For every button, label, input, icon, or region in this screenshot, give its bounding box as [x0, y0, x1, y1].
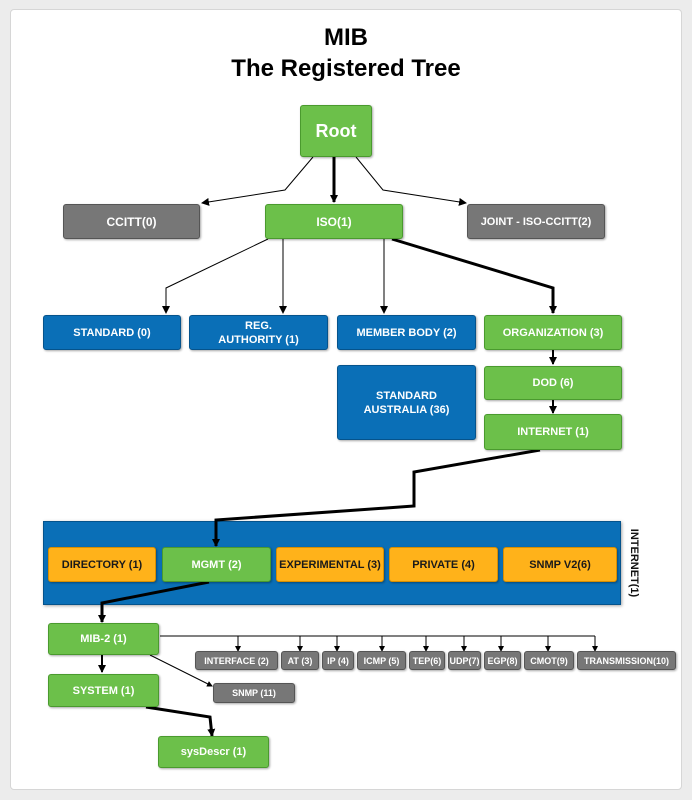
- edge-root-ccitt: [201, 156, 314, 206]
- node-root: Root: [300, 105, 372, 157]
- node-standard-australia: STANDARD AUSTRALIA (36): [337, 365, 476, 440]
- edge-system-sysdescr: [145, 705, 216, 737]
- edge-iso-standard: [162, 238, 269, 314]
- node-reg-authority: REG. AUTHORITY (1): [189, 315, 328, 350]
- node-standard: STANDARD (0): [43, 315, 181, 350]
- node-snmp: SNMP (11): [213, 683, 295, 703]
- edge-root-joint: [355, 156, 467, 206]
- node-mib2: MIB-2 (1): [48, 623, 159, 655]
- node-experimental: EXPERIMENTAL (3): [276, 547, 384, 582]
- node-interface: INTERFACE (2): [195, 651, 278, 670]
- edge-mgmt-mib2: [98, 580, 210, 623]
- node-internet: INTERNET (1): [484, 414, 622, 450]
- node-ccitt: CCITT(0): [63, 204, 200, 239]
- edge-internet-mgmt: [212, 448, 541, 547]
- node-organization: ORGANIZATION (3): [484, 315, 622, 350]
- edge-mib2-snmp: [149, 654, 213, 687]
- node-at: AT (3): [281, 651, 319, 670]
- node-icmp: ICMP (5): [357, 651, 406, 670]
- node-dod: DOD (6): [484, 366, 622, 400]
- diagram-title: MIB: [324, 24, 368, 51]
- node-cmot: CMOT(9): [524, 651, 574, 670]
- node-directory: DIRECTORY (1): [48, 547, 156, 582]
- node-snmpv2: SNMP V2(6): [503, 547, 617, 582]
- node-member-body: MEMBER BODY (2): [337, 315, 476, 350]
- diagram-subtitle: The Registered Tree: [231, 55, 461, 82]
- node-ip: IP (4): [322, 651, 354, 670]
- node-udp: UDP(7): [448, 651, 481, 670]
- node-transmission: TRANSMISSION(10): [577, 651, 676, 670]
- node-system: SYSTEM (1): [48, 674, 159, 707]
- node-joint: JOINT - ISO-CCITT(2): [467, 204, 605, 239]
- node-private: PRIVATE (4): [389, 547, 498, 582]
- node-tcp: TEP(6): [409, 651, 445, 670]
- node-egp: EGP(8): [484, 651, 521, 670]
- edge-iso-org: [391, 237, 557, 314]
- node-iso: ISO(1): [265, 204, 403, 239]
- node-sysdescr: sysDescr (1): [158, 736, 269, 768]
- node-mgmt: MGMT (2): [162, 547, 271, 582]
